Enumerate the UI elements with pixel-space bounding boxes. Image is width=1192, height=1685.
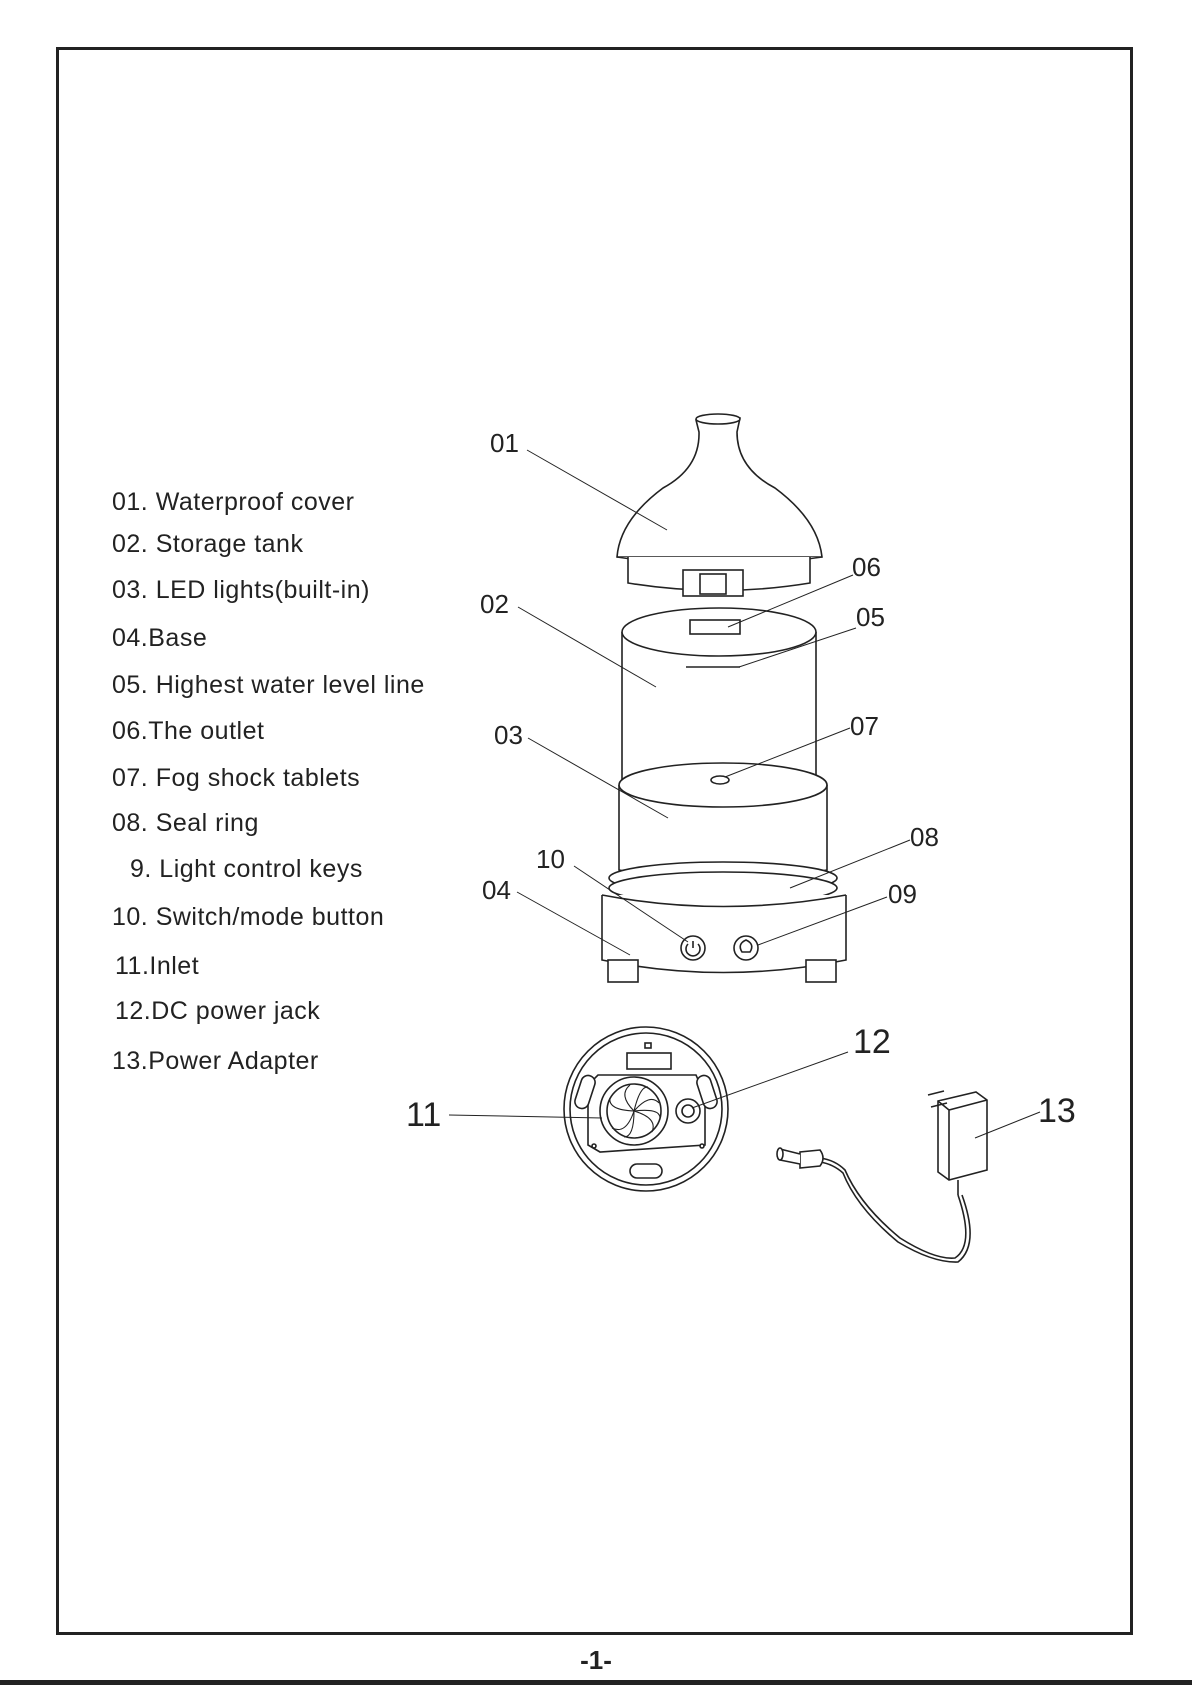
callout-08: 08 [910, 822, 939, 852]
waterproof-cover-drawing [617, 414, 822, 596]
leader-line-01 [527, 450, 667, 530]
callout-13: 13 [1038, 1092, 1076, 1130]
callout-02: 02 [480, 589, 509, 619]
callout-09: 09 [888, 879, 917, 909]
page-number: -1- [0, 1645, 1192, 1676]
callout-04: 04 [482, 875, 511, 905]
callout-07: 07 [850, 711, 879, 741]
callout-01: 01 [490, 428, 519, 458]
storage-tank-drawing [622, 608, 816, 785]
callout-06: 06 [852, 552, 881, 582]
power-adapter-drawing [777, 1091, 987, 1262]
callout-10: 10 [536, 844, 565, 874]
callout-11: 11 [406, 1096, 441, 1134]
base-drawing [602, 895, 846, 982]
bottom-view-drawing [564, 1027, 728, 1191]
bottom-rule [0, 1680, 1192, 1685]
callout-03: 03 [494, 720, 523, 750]
callout-12: 12 [853, 1023, 891, 1061]
callout-05: 05 [856, 602, 885, 632]
